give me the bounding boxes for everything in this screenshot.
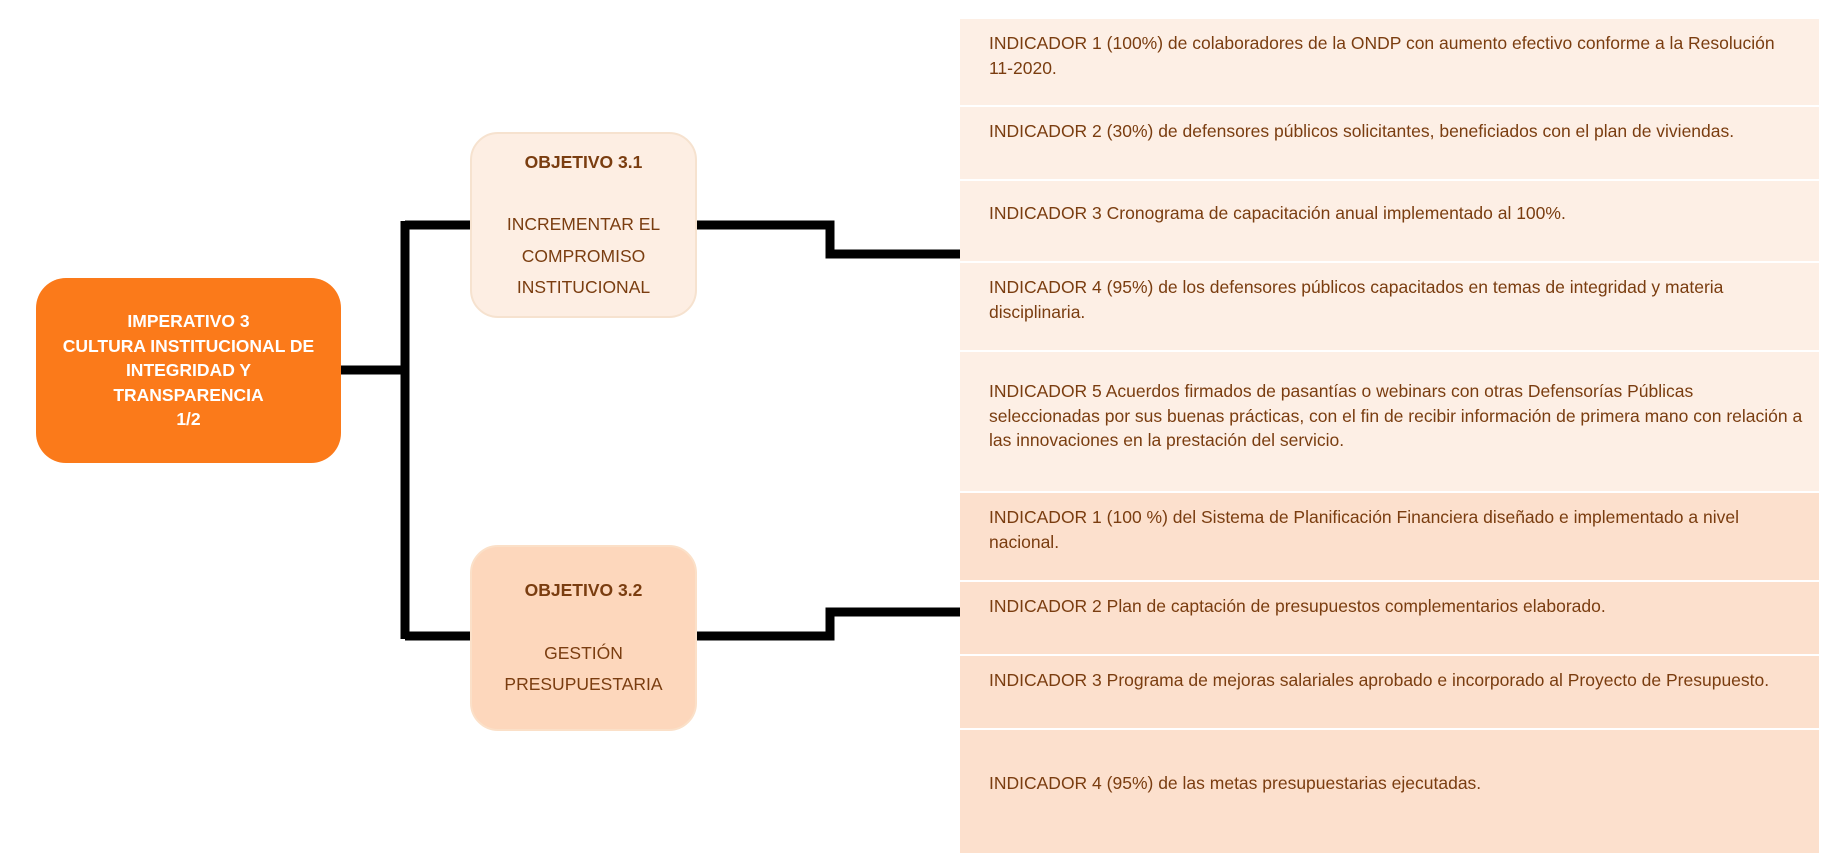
imperative-line: CULTURA INSTITUCIONAL DE	[62, 335, 315, 356]
objective-line: INSTITUCIONAL	[516, 277, 651, 297]
objective-3-1-node: OBJETIVO 3.1 INCREMENTAR EL COMPROMISO I…	[470, 132, 697, 318]
indicator-item: INDICADOR 1 (100%) de colaboradores de l…	[960, 19, 1819, 107]
objective-line: INCREMENTAR EL	[506, 214, 661, 234]
objective-line: GESTIÓN	[544, 642, 623, 663]
imperative-line: IMPERATIVO 3	[127, 311, 250, 332]
objective-line: PRESUPUESTARIA	[504, 674, 663, 695]
objective-title: OBJETIVO 3.2	[524, 580, 643, 601]
imperative-line: INTEGRIDAD Y	[125, 360, 252, 381]
imperative-line: 1/2	[176, 409, 201, 430]
imperative-node: IMPERATIVO 3 CULTURA INSTITUCIONAL DE IN…	[36, 278, 341, 463]
indicator-list: INDICADOR 1 (100%) de colaboradores de l…	[960, 19, 1819, 853]
imperative-line: TRANSPARENCIA	[113, 384, 264, 405]
objective-title: OBJETIVO 3.1	[524, 151, 643, 172]
indicator-item: INDICADOR 5 Acuerdos firmados de pasantí…	[960, 352, 1819, 493]
connector-objective-1-indicators	[697, 220, 960, 259]
indicator-item: INDICADOR 1 (100 %) del Sistema de Plani…	[960, 493, 1819, 582]
indicator-item: INDICADOR 4 (95%) de las metas presupues…	[960, 730, 1819, 853]
indicator-item: INDICADOR 2 (30%) de defensores públicos…	[960, 107, 1819, 181]
indicator-item: INDICADOR 3 Cronograma de capacitación a…	[960, 181, 1819, 263]
indicator-item: INDICADOR 2 Plan de captación de presupu…	[960, 582, 1819, 656]
connector-objective-2-indicators	[697, 607, 960, 641]
objective-line: COMPROMISO	[521, 245, 646, 266]
indicator-item: INDICADOR 4 (95%) de los defensores públ…	[960, 263, 1819, 352]
indicator-item: INDICADOR 3 Programa de mejoras salarial…	[960, 656, 1819, 730]
objective-3-2-node: OBJETIVO 3.2 GESTIÓN PRESUPUESTARIA	[470, 545, 697, 731]
